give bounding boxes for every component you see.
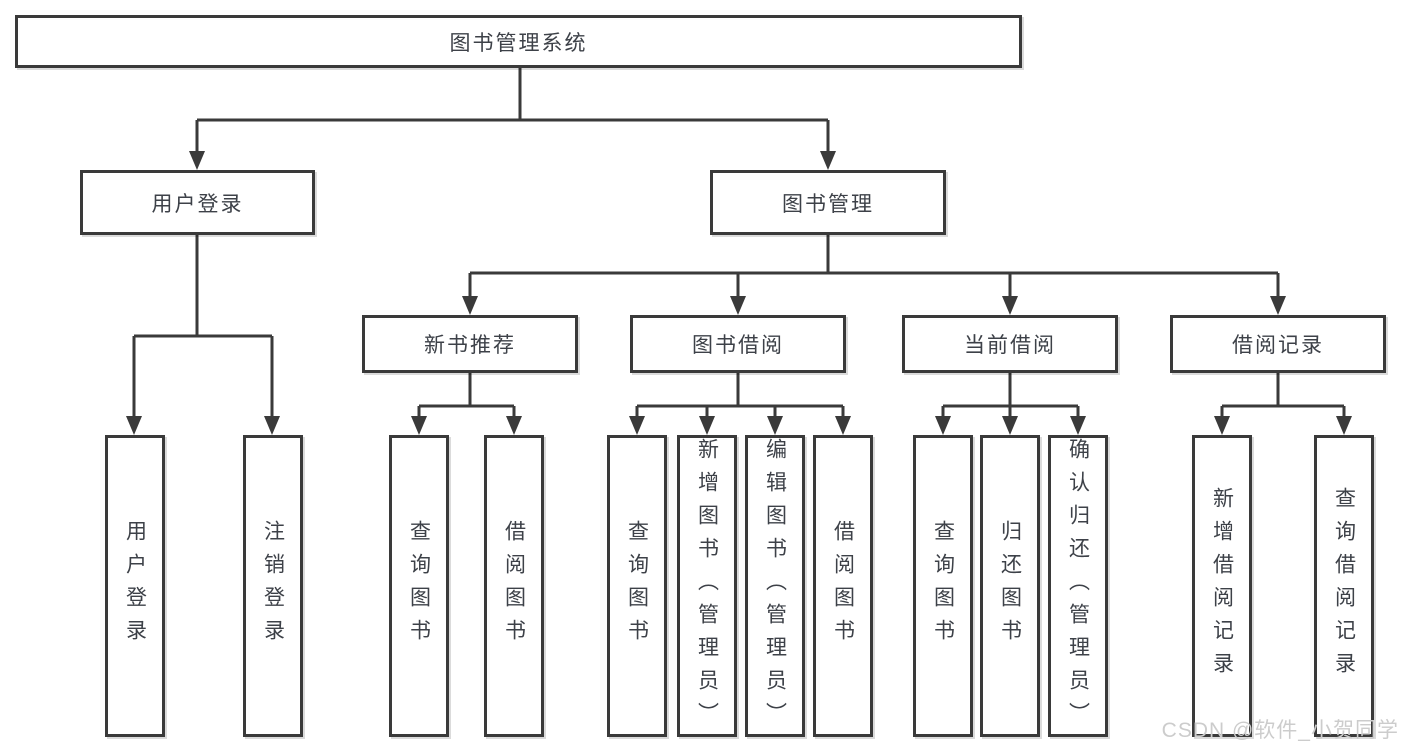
node-book-management-label: 图书管理	[782, 192, 874, 216]
leaf-borrow-books-recommend: 借阅图书	[484, 435, 544, 737]
leaf-confirm-return-admin: 确认归还（管理员）	[1048, 435, 1108, 737]
leaf-add-books-admin: 新增图书（管理员）	[677, 435, 737, 737]
connector-new-books-branch	[411, 373, 522, 435]
node-borrow-records-label: 借阅记录	[1232, 334, 1324, 357]
leaf-logout: 注销登录	[243, 435, 303, 737]
node-user-login: 用户登录	[80, 170, 315, 235]
node-borrow-records: 借阅记录	[1170, 315, 1386, 373]
leaf-edit-books-admin-label: 编辑图书（管理员）	[763, 437, 787, 735]
node-new-book-recommend: 新书推荐	[362, 315, 578, 373]
connector-borrow-records-branch	[1214, 373, 1352, 435]
leaf-query-borrow-record: 查询借阅记录	[1314, 435, 1374, 737]
leaf-add-borrow-record-label: 新增借阅记录	[1210, 487, 1234, 685]
leaf-query-books-borrow: 查询图书	[607, 435, 667, 737]
leaf-add-borrow-record: 新增借阅记录	[1192, 435, 1252, 737]
node-current-borrow: 当前借阅	[902, 315, 1118, 373]
node-library-system: 图书管理系统	[15, 15, 1022, 68]
leaf-borrow-books: 借阅图书	[813, 435, 873, 737]
leaf-user-login-label: 用户登录	[123, 520, 147, 652]
node-new-book-recommend-label: 新书推荐	[424, 334, 516, 357]
leaf-query-books-recommend-label: 查询图书	[407, 520, 431, 652]
leaf-logout-label: 注销登录	[261, 520, 285, 652]
leaf-return-books: 归还图书	[980, 435, 1040, 737]
leaf-query-borrow-record-label: 查询借阅记录	[1332, 487, 1356, 685]
leaf-edit-books-admin: 编辑图书（管理员）	[745, 435, 805, 737]
connector-root	[189, 68, 836, 170]
node-current-borrow-label: 当前借阅	[964, 334, 1056, 357]
leaf-query-books-current-label: 查询图书	[931, 520, 955, 652]
csdn-watermark: CSDN @软件_小贺同学	[1161, 719, 1399, 742]
connector-current-borrow-branch	[935, 373, 1086, 435]
leaf-add-books-admin-label: 新增图书（管理员）	[695, 437, 719, 735]
node-user-login-label: 用户登录	[151, 192, 244, 216]
connector-book-mgmt-branch	[462, 235, 1286, 315]
connector-book-borrow-branch	[629, 373, 851, 435]
node-book-borrow: 图书借阅	[630, 315, 846, 373]
node-book-borrow-label: 图书借阅	[692, 334, 784, 357]
connector-user-login-branch	[126, 235, 280, 435]
node-library-system-label: 图书管理系统	[449, 31, 588, 55]
leaf-query-books-current: 查询图书	[913, 435, 973, 737]
leaf-query-books-borrow-label: 查询图书	[625, 520, 649, 652]
leaf-borrow-books-recommend-label: 借阅图书	[502, 520, 526, 652]
leaf-return-books-label: 归还图书	[998, 520, 1022, 652]
leaf-user-login: 用户登录	[105, 435, 165, 737]
leaf-confirm-return-admin-label: 确认归还（管理员）	[1066, 437, 1090, 735]
node-book-management: 图书管理	[710, 170, 946, 235]
leaf-query-books-recommend: 查询图书	[389, 435, 449, 737]
leaf-borrow-books-label: 借阅图书	[831, 520, 855, 652]
